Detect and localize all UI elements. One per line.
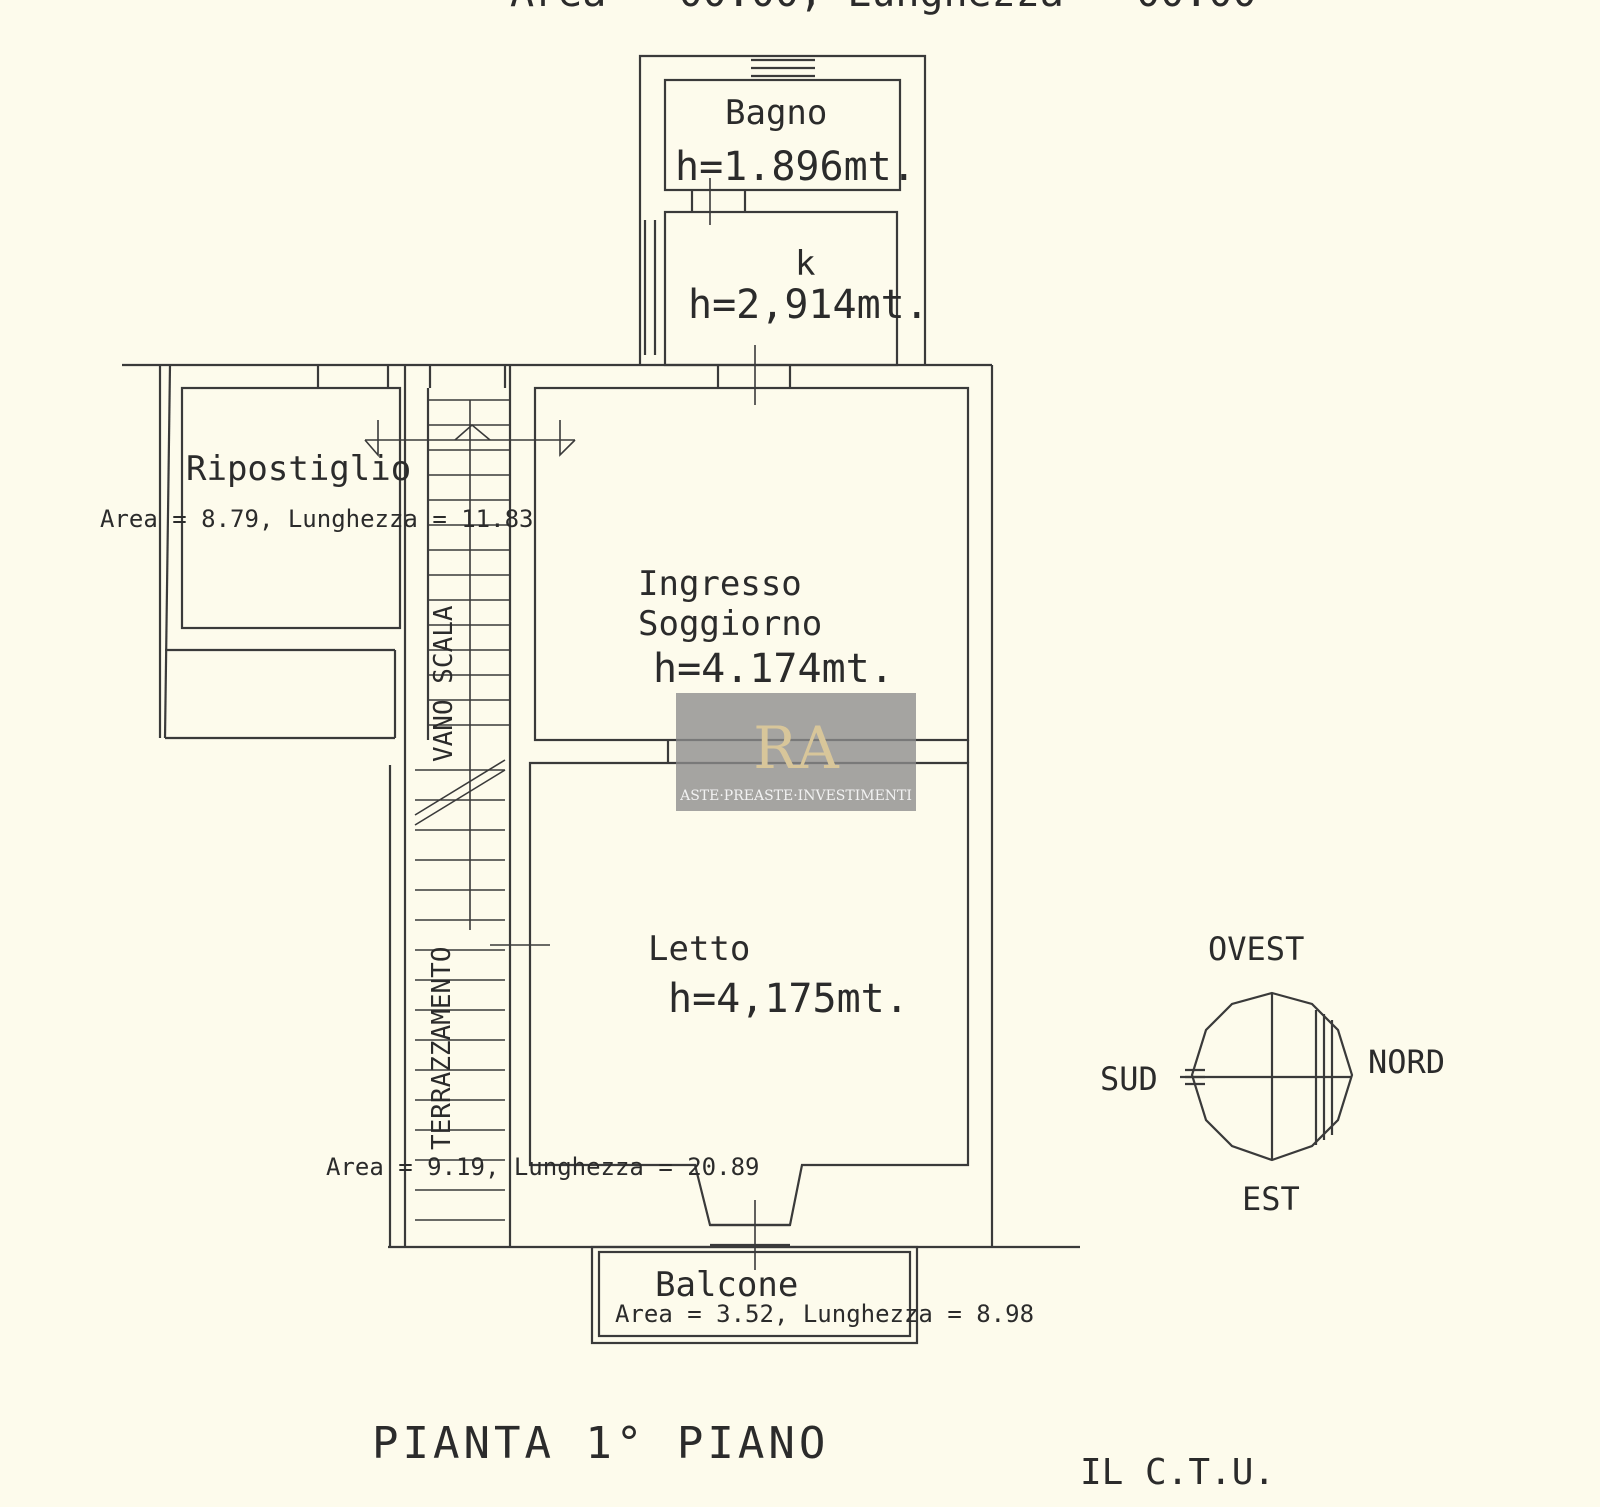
bagno-height: h=1.896mt. (675, 144, 916, 190)
bagno-label: Bagno (725, 93, 827, 133)
walls (122, 54, 1080, 1345)
plan-title: PIANTA 1° PIANO (372, 1418, 829, 1469)
watermark-logo: RA ASTE·PREASTE·INVESTIMENTI (676, 693, 916, 811)
letto-height: h=4,175mt. (668, 976, 909, 1022)
vano-scala-label: VANO SCALA (429, 605, 459, 762)
stair-treads (414, 399, 510, 1221)
balcone-area: Area = 3.52, Lunghezza = 8.98 (615, 1300, 1034, 1328)
section-marks (364, 178, 756, 1270)
compass-north-label: NORD (1368, 1043, 1445, 1081)
ingresso-label: Ingresso (638, 564, 802, 604)
compass (1180, 991, 1354, 1162)
k-label: k (795, 244, 815, 284)
header-cut-text: Area = 00.00, Lunghezza = 00.00 (510, 0, 1257, 16)
signature-label: IL C.T.U. (1080, 1452, 1275, 1493)
watermark-monogram: RA (753, 714, 840, 782)
balcone-label: Balcone (655, 1265, 798, 1305)
letto-label: Letto (648, 929, 750, 969)
ingresso-height: h=4.174mt. (653, 646, 894, 692)
soggiorno-label: Soggiorno (638, 604, 822, 644)
ripostiglio-area: Area = 8.79, Lunghezza = 11.83 (100, 505, 533, 533)
compass-south-label: SUD (1100, 1060, 1158, 1098)
ripostiglio-label: Ripostiglio (186, 449, 411, 489)
terrazzamento-label: TERRAZZAMENTO (427, 947, 457, 1151)
compass-east-label: EST (1242, 1180, 1300, 1218)
k-height: h=2,914mt. (688, 282, 929, 328)
letto-area: Area = 9.19, Lunghezza = 20.89 (326, 1153, 759, 1181)
watermark-caption: ASTE·PREASTE·INVESTIMENTI (679, 788, 912, 804)
compass-west-label: OVEST (1208, 930, 1304, 968)
